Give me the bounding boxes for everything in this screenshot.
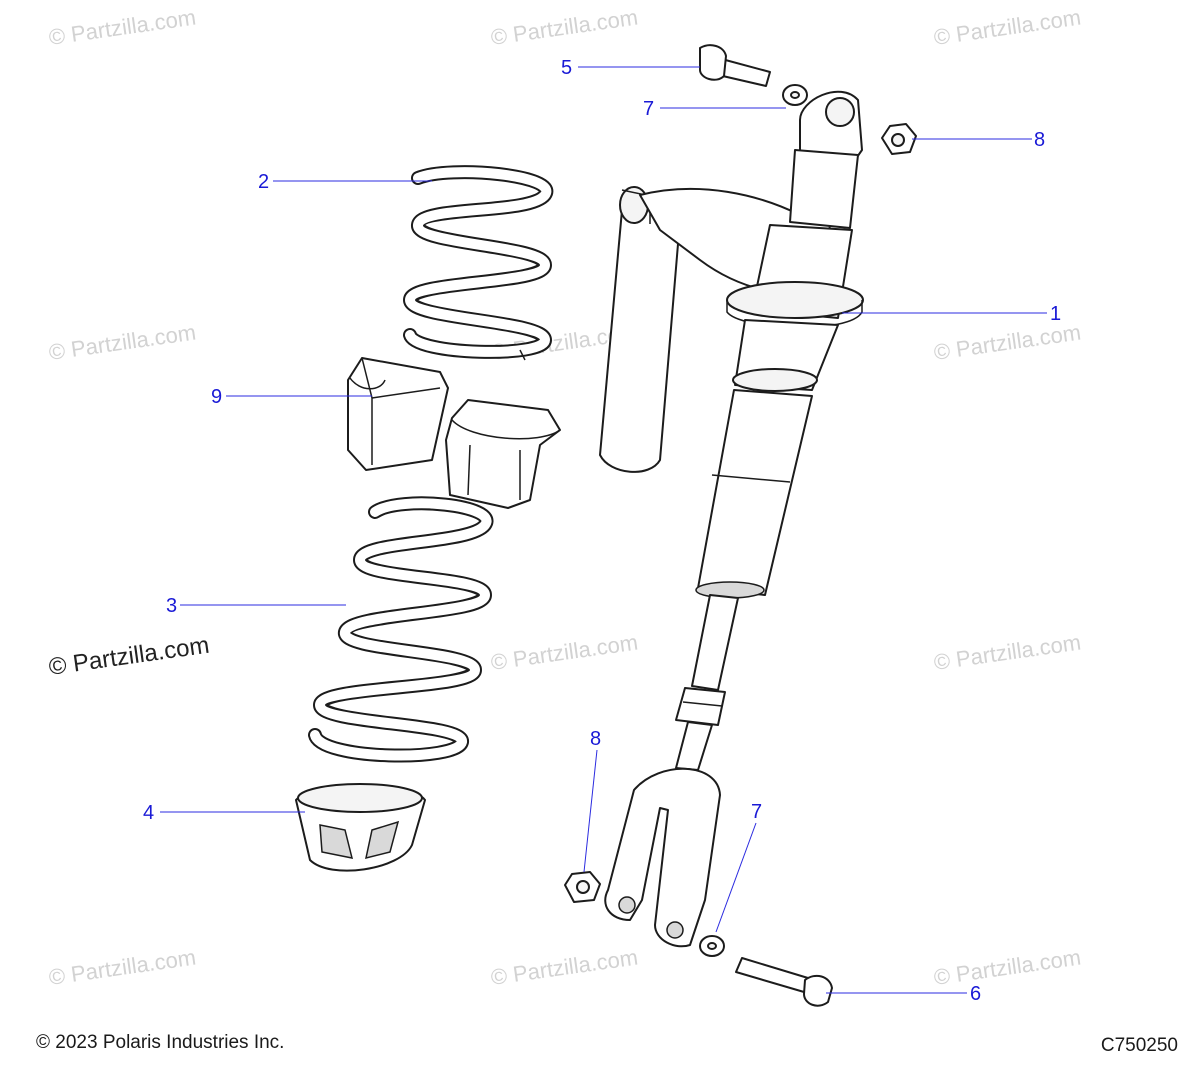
callout-6: 6 xyxy=(970,983,981,1005)
copyright-notice: © 2023 Polaris Industries Inc. xyxy=(36,1032,285,1053)
leader-7-bottom xyxy=(715,822,757,933)
callout-7-bottom: 7 xyxy=(751,801,762,823)
callout-2: 2 xyxy=(258,171,269,193)
watermark: © Partzilla.com xyxy=(47,5,197,50)
upper-nut xyxy=(881,123,917,155)
spring-adapter-right xyxy=(445,399,561,509)
drawing-number: C750250 xyxy=(1100,1035,1178,1056)
callout-8-top: 8 xyxy=(1034,129,1045,151)
spring-adapter-left xyxy=(347,357,449,471)
upper-spring xyxy=(402,165,554,361)
lower-bolt xyxy=(735,957,833,1007)
watermark: © Partzilla.com xyxy=(489,945,639,990)
watermark: © Partzilla.com xyxy=(47,945,197,990)
watermark: © Partzilla.com xyxy=(489,5,639,50)
watermark: © Partzilla.com xyxy=(932,320,1082,365)
callout-1: 1 xyxy=(1050,303,1061,325)
callout-3: 3 xyxy=(166,595,177,617)
callout-labels: 1 2 3 4 5 6 7 7 8 8 9 xyxy=(143,57,1061,1005)
callout-9: 9 xyxy=(211,386,222,408)
watermark: © Partzilla.com xyxy=(47,320,197,365)
upper-bolt xyxy=(699,44,771,87)
watermark: © Partzilla.com xyxy=(932,630,1082,675)
callout-5: 5 xyxy=(561,57,572,79)
lower-spring xyxy=(308,496,494,763)
leader-8-bottom xyxy=(583,749,598,873)
lower-nut xyxy=(564,871,601,903)
watermark: © Partzilla.com xyxy=(932,945,1082,990)
upper-washer xyxy=(782,84,808,106)
callout-8-bottom: 8 xyxy=(590,728,601,750)
watermark: © Partzilla.com xyxy=(932,5,1082,50)
watermark-layer: © Partzilla.com © Partzilla.com © Partzi… xyxy=(47,5,1082,990)
callout-4: 4 xyxy=(143,802,154,824)
leader-lines xyxy=(160,66,1047,994)
spring-retainer xyxy=(295,783,426,872)
shock-absorber xyxy=(599,90,864,948)
callout-7-top: 7 xyxy=(643,98,654,120)
watermark: © Partzilla.com xyxy=(489,630,639,675)
lower-washer xyxy=(699,935,725,957)
watermark-dark: © Partzilla.com xyxy=(47,632,211,681)
